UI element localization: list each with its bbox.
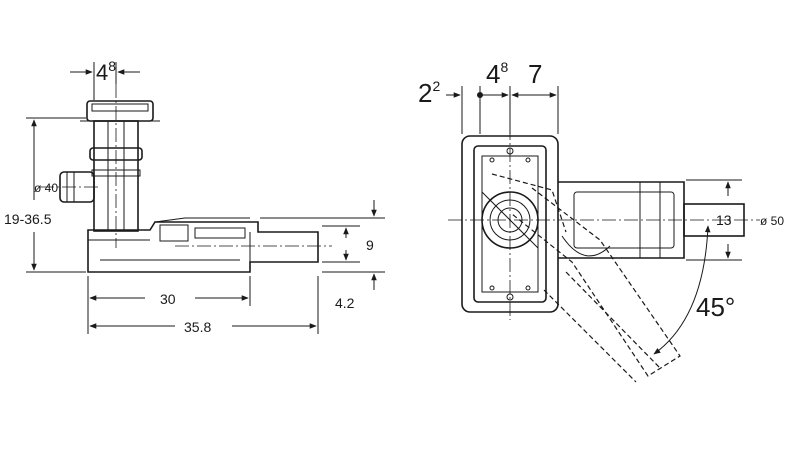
dim-outlet-offset: 13 — [716, 212, 732, 228]
dim-top-width-sup: 8 — [108, 58, 116, 74]
dim-top-width: 4 — [96, 60, 108, 85]
dim-width: 4 — [486, 59, 500, 89]
dim-inlet-diameter: ø 40 — [34, 181, 58, 195]
dim-rotation-angle: 45° — [696, 292, 735, 322]
dim-height-range: 19-36.5 — [4, 211, 52, 227]
dim-length-inner: 30 — [160, 291, 176, 307]
trap-body — [87, 221, 319, 273]
dim-offset: 2 — [418, 78, 432, 108]
dim-base-height: 4.2 — [335, 295, 355, 311]
svg-text:48: 48 — [486, 59, 508, 89]
dim-outlet-diameter: ø 50 — [760, 214, 784, 228]
svg-text:48: 48 — [96, 58, 116, 85]
dim-offset-sup: 2 — [432, 78, 440, 94]
dim-width-sup: 8 — [500, 59, 508, 75]
dim-spacing: 7 — [528, 59, 542, 89]
plan-view: 22 48 7 13 ø 50 45° — [418, 59, 784, 383]
dim-length-outer: 35.8 — [184, 319, 211, 335]
side-view: 48 19-36.5 ø 40 9 4.2 30 35.8 — [4, 58, 385, 335]
svg-text:22: 22 — [418, 78, 440, 108]
dim-outlet-height: 9 — [366, 237, 374, 253]
